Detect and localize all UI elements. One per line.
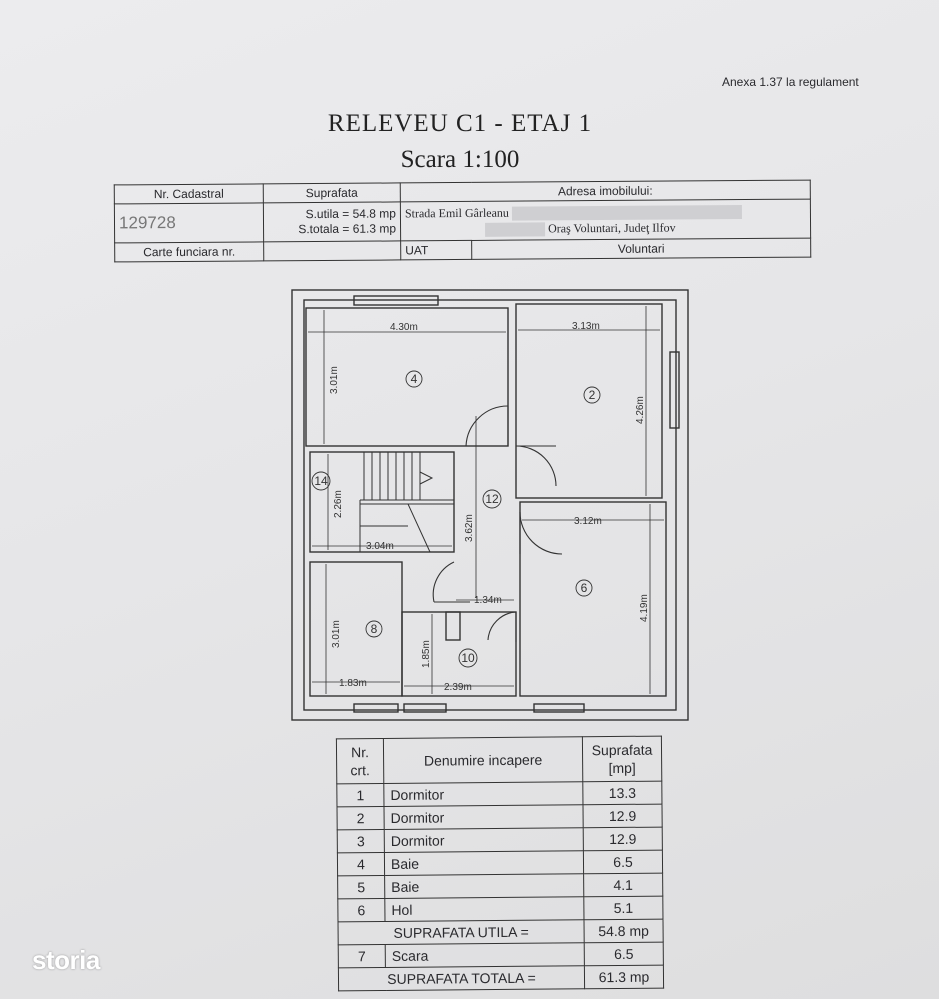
dim-label: 3.62m <box>464 514 475 542</box>
room-marker: 14 <box>311 471 331 491</box>
col-nr-header: Nr. crt. <box>336 738 384 784</box>
redacted-block <box>511 205 742 221</box>
address-line-1: Strada Emil Gârleanu <box>404 205 509 221</box>
table-row: 5 Baie 4.1 <box>337 873 663 899</box>
dim-label: 1.34m <box>474 595 502 606</box>
room-marker: 6 <box>575 579 593 597</box>
cadastral-value: 129728 <box>114 202 264 243</box>
floor-plan: 4.30m 3.01m 3.13m 4.26m 2.26m 3.04m 3.62… <box>291 289 689 721</box>
grand-total-label: SUPRAFATA TOTALA = <box>338 965 585 991</box>
dim-label: 1.85m <box>421 640 432 668</box>
dim-label: 1.83m <box>339 678 367 689</box>
surface-total: S.totala = 61.3 mp <box>298 221 397 237</box>
svg-text:8: 8 <box>371 622 378 636</box>
col-area-header: Suprafata [mp] <box>582 736 662 782</box>
annex-note: Anexa 1.37 la regulament <box>722 75 859 89</box>
col-name-header: Denumire incapere <box>383 736 583 784</box>
land-book-label: Carte funciara nr. <box>114 241 264 262</box>
room-marker: 4 <box>405 370 423 388</box>
dim-label: 2.39m <box>444 682 472 693</box>
table-row: 7 Scara 6.5 <box>338 942 664 968</box>
room-marker: 10 <box>458 648 478 668</box>
outer-wall <box>291 289 689 721</box>
room-2-walls <box>515 303 663 499</box>
address-value: Strada Emil Gârleanu Oraş Voluntari, Jud… <box>400 199 811 241</box>
dimension-lines <box>308 306 664 694</box>
surface-label: Suprafata <box>263 182 401 203</box>
dim-label: 3.12m <box>574 516 602 527</box>
window-right <box>669 351 680 429</box>
table-row: 3 Dormitor 12.9 <box>337 827 663 853</box>
rooms-table: Nr. crt. Denumire incapere Suprafata [mp… <box>336 736 664 992</box>
window-top <box>353 295 439 306</box>
inner-wall-outline <box>303 299 677 711</box>
svg-text:14: 14 <box>314 474 328 488</box>
door-swings <box>432 405 563 642</box>
redacted-block <box>485 222 546 238</box>
room-marker: 8 <box>365 620 383 638</box>
svg-text:10: 10 <box>461 651 475 665</box>
grand-total-row: SUPRAFATA TOTALA = 61.3 mp <box>338 965 664 991</box>
table-row: 1 Dormitor 13.3 <box>336 781 662 807</box>
dim-label: 3.13m <box>572 321 600 332</box>
svg-text:4: 4 <box>411 372 418 386</box>
room-6-walls <box>519 501 667 697</box>
land-book-value <box>263 240 401 261</box>
scale-label: Scara 1:100 <box>400 146 520 173</box>
table-row: 2 Dormitor 12.9 <box>337 804 663 830</box>
cadastral-label: Nr. Cadastral <box>114 183 264 204</box>
room-marker: 2 <box>583 386 601 404</box>
window-bottom-right <box>533 703 585 713</box>
dim-label: 2.26m <box>333 490 344 518</box>
svg-text:6: 6 <box>581 581 588 595</box>
document-title: RELEVEU C1 - ETAJ 1 <box>327 110 593 137</box>
room-8-walls <box>309 561 403 697</box>
svg-text:12: 12 <box>485 492 499 506</box>
dim-label: 4.26m <box>635 396 646 424</box>
useful-total-row: SUPRAFATA UTILA = 54.8 mp <box>338 919 664 945</box>
room-14-walls <box>309 451 455 553</box>
dim-label: 3.01m <box>329 366 340 394</box>
table-row: 6 Hol 5.1 <box>337 896 663 922</box>
dim-label: 4.30m <box>390 322 418 333</box>
address-line-2: Oraş Voluntari, Judeţ Ilfov <box>548 220 676 236</box>
room-4-walls <box>305 307 509 447</box>
storia-logo: storia <box>32 945 100 975</box>
property-header-table: Nr. Cadastral Suprafata Adresa imobilulu… <box>114 180 812 263</box>
surface-values: S.utila = 54.8 mp S.totala = 61.3 mp <box>263 201 401 242</box>
window-bottom-left <box>353 703 399 713</box>
dim-label: 4.19m <box>639 594 650 622</box>
window-bottom-mid <box>403 703 447 713</box>
dim-label: 3.04m <box>366 541 394 552</box>
stair-steps <box>359 452 454 553</box>
uat-label: UAT <box>400 240 472 260</box>
table-row: 4 Baie 6.5 <box>337 850 663 876</box>
useful-total-label: SUPRAFATA UTILA = <box>338 919 585 945</box>
room-marker: 12 <box>482 489 502 509</box>
surface-useful: S.utila = 54.8 mp <box>305 206 396 222</box>
dim-label: 3.01m <box>331 620 342 648</box>
svg-text:2: 2 <box>589 388 596 402</box>
grand-total-value: 61.3 mp <box>584 965 664 989</box>
uat-value: Voluntari <box>471 238 811 260</box>
room-10-fixture <box>445 611 461 641</box>
useful-total-value: 54.8 mp <box>583 919 664 943</box>
